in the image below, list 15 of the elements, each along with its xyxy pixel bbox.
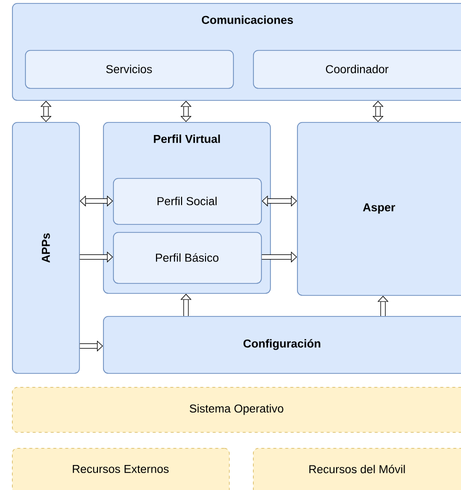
module-box: Servicios (25, 50, 234, 89)
module-box: Perfil Social (113, 178, 262, 225)
block-arrow (40, 100, 52, 122)
component-box: Configuración (103, 316, 461, 374)
block-arrow (262, 195, 297, 207)
module-box: Coordinador (253, 50, 461, 89)
block-arrow (180, 100, 192, 122)
component-box: APPs (12, 122, 80, 374)
module-box: Perfil Básico (113, 232, 262, 284)
layer-box: Recursos del Móvil (253, 448, 461, 490)
layer-box: Sistema Operativo (12, 387, 461, 433)
component-box: Asper (297, 122, 461, 296)
block-arrow (372, 100, 384, 122)
block-arrow (80, 195, 113, 207)
layer-box: Recursos Externos (12, 448, 230, 490)
